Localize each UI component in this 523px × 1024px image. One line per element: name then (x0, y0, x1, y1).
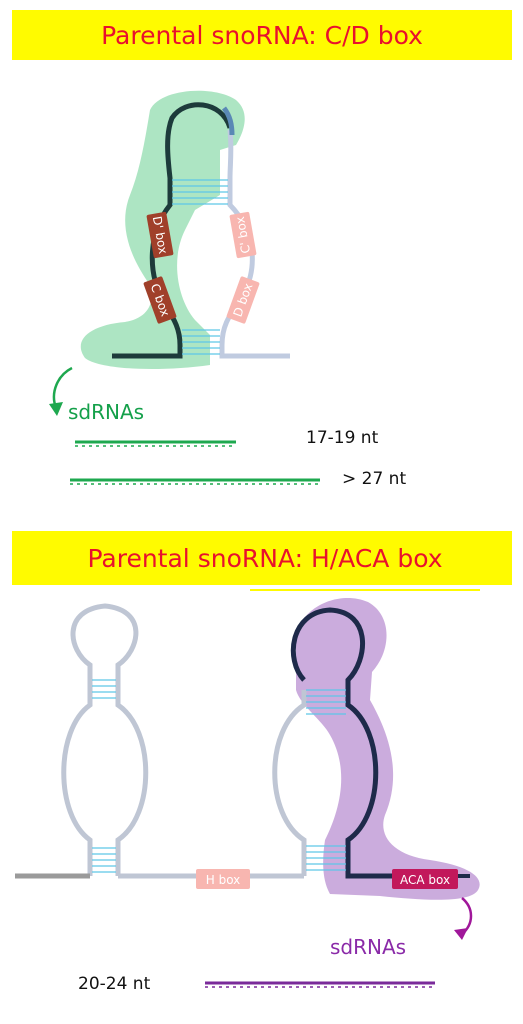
cd-upper-stem-pairs (172, 179, 228, 205)
panel-cd-box: Parental snoRNA: C/D box D' box (12, 10, 512, 489)
haca-left-upper-pairs (92, 679, 116, 699)
cd-light-strand (219, 129, 290, 359)
d-box: D box (226, 276, 260, 324)
svg-text:ACA box: ACA box (400, 873, 450, 887)
cd-strand-accent (221, 106, 235, 136)
cd-dark-strand (112, 102, 233, 359)
cd-lower-stem-pairs (182, 329, 220, 355)
haca-len: 20-24 nt (78, 974, 151, 994)
cd-sdrnas-label: sdRNAs (68, 400, 144, 424)
haca-left-hairpin (61, 603, 149, 876)
haca-left-lower-pairs (92, 847, 116, 873)
cd-sdrna-short (75, 440, 236, 447)
haca-sdrna-line (205, 981, 435, 988)
haca-arrow-head (454, 928, 468, 940)
banner-cd (12, 10, 512, 60)
banner-cd-title: Parental snoRNA: C/D box (101, 21, 423, 50)
svg-text:D' box: D' box (150, 215, 170, 255)
haca-highlight-region (295, 597, 480, 900)
c-box: C box (143, 276, 177, 324)
haca-right-light-strand (272, 690, 307, 876)
svg-text:C' box: C' box (233, 215, 253, 254)
haca-right-dark-strand (290, 607, 395, 879)
banner-haca (12, 531, 512, 585)
cd-len-short: 17-19 nt (306, 428, 379, 448)
panel-haca-box: Parental snoRNA: H/ACA box H box (12, 531, 512, 994)
c-prime-box: C' box (229, 211, 257, 259)
aca-box: ACA box (392, 869, 458, 889)
cd-sdrna-long (70, 478, 320, 485)
d-prime-box: D' box (146, 211, 174, 259)
cd-len-long: > 27 nt (342, 469, 406, 489)
svg-text:H box: H box (206, 873, 241, 887)
h-box: H box (196, 869, 250, 889)
banner-haca-title: Parental snoRNA: H/ACA box (87, 544, 442, 573)
haca-right-upper-pairs (306, 689, 346, 715)
haca-right-lower-pairs (306, 845, 346, 871)
haca-sdrnas-label: sdRNAs (330, 935, 406, 959)
cd-arrow-head (49, 402, 63, 416)
